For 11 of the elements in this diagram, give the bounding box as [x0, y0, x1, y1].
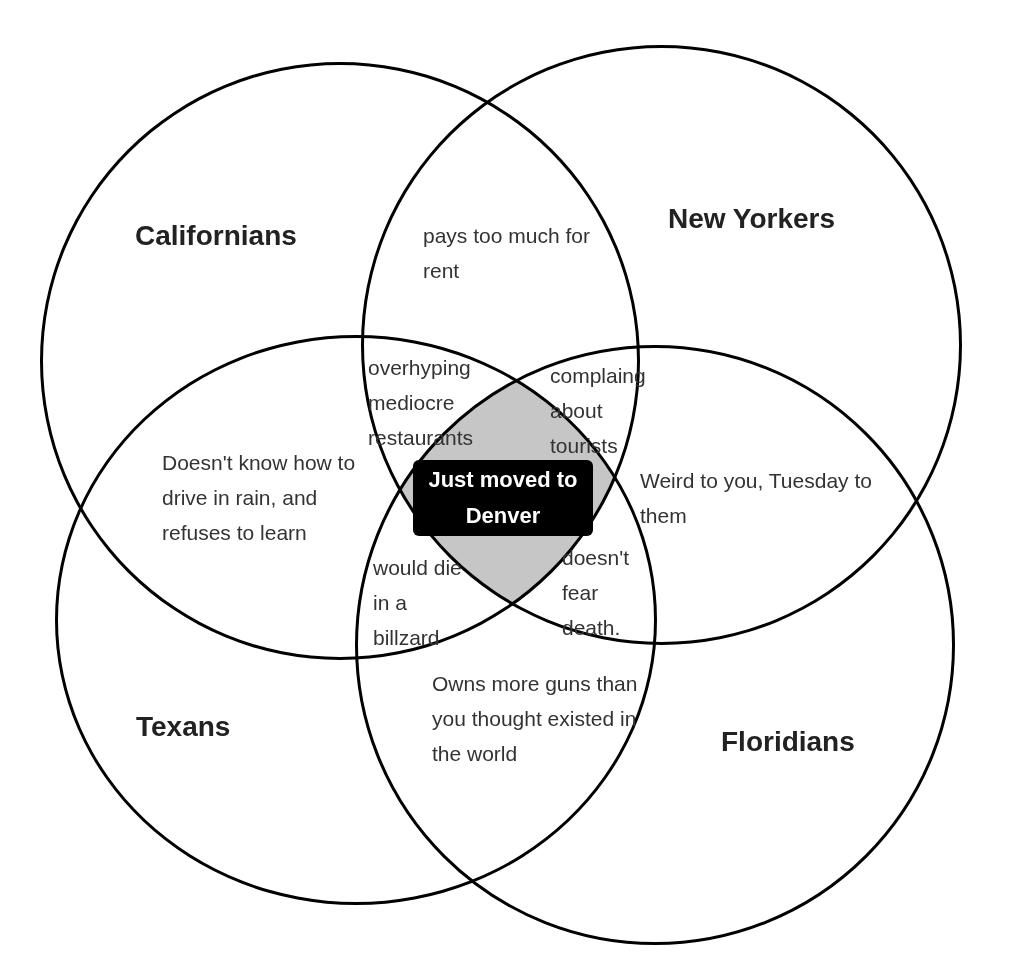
region-label: would die in a billzard — [373, 555, 463, 651]
circle-heading: Californians — [135, 219, 297, 253]
circle-heading: Texans — [136, 710, 231, 744]
highlight-tag: Just moved to Denver — [413, 460, 593, 536]
region-label: Weird to you, Tuesday to them — [640, 468, 873, 529]
region-label: Owns more guns than you thought existed in the world — [432, 671, 639, 767]
circle-heading: New Yorkers — [668, 202, 836, 236]
circle-heading: Floridians — [721, 725, 855, 759]
region-label: pays too much for rent — [423, 223, 591, 284]
region-label: doesn't fear death. — [562, 545, 631, 641]
region-label: Doesn't know how to drive in rain, and refuses to learn — [162, 450, 357, 546]
